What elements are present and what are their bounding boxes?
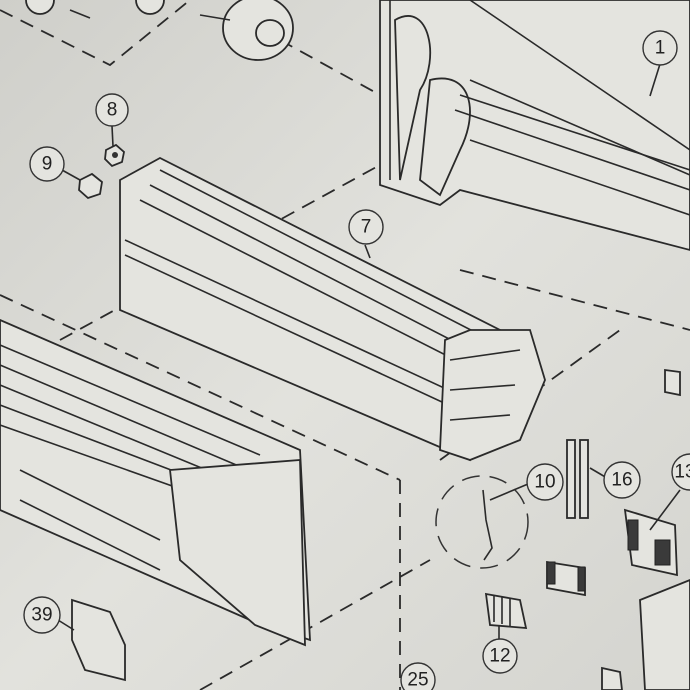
- callout-label: 1: [655, 38, 666, 59]
- callout-label: 39: [31, 605, 52, 626]
- callout-1: 1: [642, 30, 678, 97]
- nut-8: [104, 125, 125, 168]
- callout-25: 25: [400, 662, 436, 690]
- sensor-16: [566, 439, 608, 519]
- callout-label: 13: [674, 462, 690, 483]
- front-grille: [0, 319, 311, 647]
- bracket-39: [57, 598, 126, 682]
- callout-12: 12: [482, 638, 518, 674]
- callout-39: 39: [23, 596, 61, 634]
- callout-13: 13: [671, 453, 690, 491]
- terminal-block-12: [484, 592, 528, 640]
- nut-9: [61, 169, 103, 200]
- callout-label: 7: [361, 217, 372, 238]
- callout-16: 16: [603, 461, 641, 499]
- callout-label: 16: [611, 470, 632, 491]
- callout-10: 10: [526, 463, 564, 501]
- callout-8: 8: [95, 93, 129, 127]
- callout-label: 25: [407, 670, 428, 690]
- small-board: [546, 560, 586, 597]
- callout-label: 9: [42, 154, 53, 175]
- callout-label: 10: [534, 472, 555, 493]
- evaporator-coil: [119, 156, 546, 462]
- callout-label: 8: [107, 100, 118, 121]
- control-board-13: [623, 489, 681, 577]
- callout-7: 7: [348, 209, 384, 245]
- motor-pulley: [25, 0, 294, 61]
- callout-label: 12: [489, 646, 510, 667]
- chassis-frame: [379, 0, 690, 251]
- callout-9: 9: [29, 146, 65, 182]
- drain-pipe-10: [435, 475, 529, 569]
- electrical-box: [601, 368, 690, 690]
